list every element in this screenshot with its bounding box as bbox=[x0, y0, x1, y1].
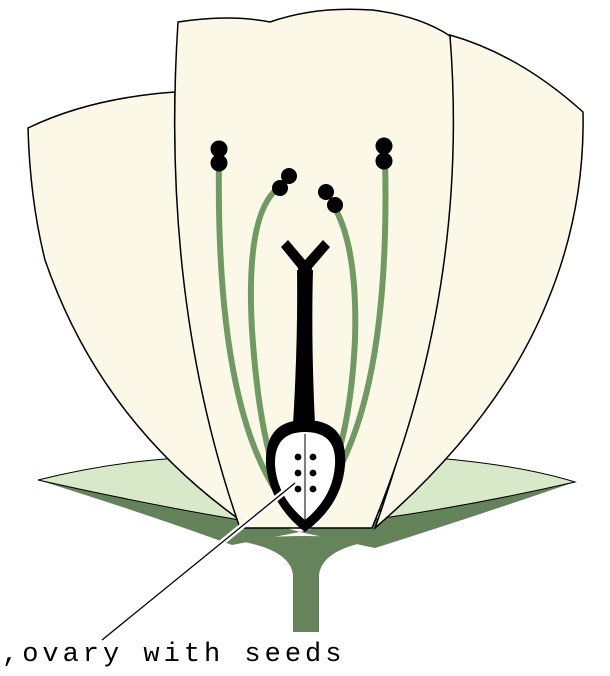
seed-dot-icon bbox=[295, 486, 302, 493]
ovary-label: ,ovary with seeds bbox=[2, 640, 345, 670]
seed-dot-icon bbox=[310, 470, 317, 477]
seed-dot-icon bbox=[310, 486, 317, 493]
stalk bbox=[232, 536, 378, 632]
seed-dot-icon bbox=[295, 470, 302, 477]
seed-dot-icon bbox=[310, 454, 317, 461]
seed-dot-icon bbox=[295, 454, 302, 461]
